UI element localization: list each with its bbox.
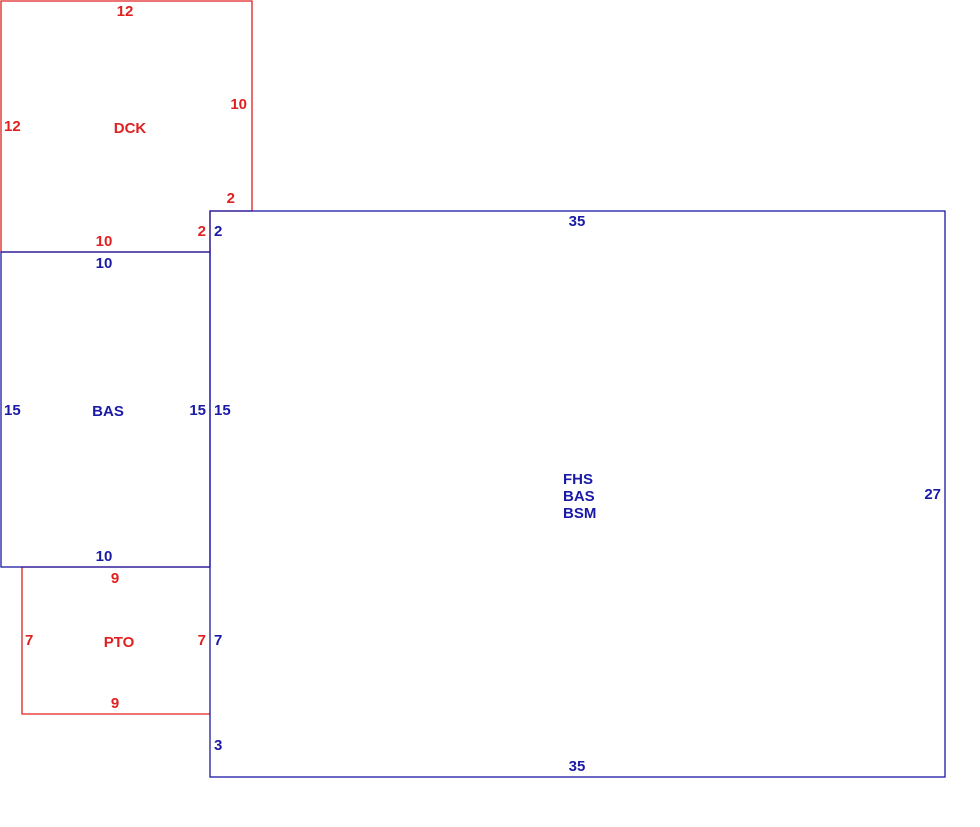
pto-dim-bottom: 9 xyxy=(111,695,119,712)
main-outline xyxy=(209,210,946,778)
main-area-label-line-1: FHS xyxy=(563,471,593,488)
pto-dim-top: 9 xyxy=(111,570,119,587)
pto-dim-right: 7 xyxy=(198,632,206,649)
bas-dim-bottom: 10 xyxy=(96,548,113,565)
dck-area-label: DCK xyxy=(114,120,147,137)
dck-dim-left: 12 xyxy=(4,118,21,135)
pto-area-label: PTO xyxy=(104,634,135,651)
dck-dim-right-lower: 2 xyxy=(227,190,235,207)
pto-dim-left: 7 xyxy=(25,632,33,649)
dck-dim-top: 12 xyxy=(117,3,134,20)
dck-dim-bottom: 10 xyxy=(96,233,113,250)
main-dim-left-mid: 15 xyxy=(214,402,231,419)
main-dim-bottom: 35 xyxy=(569,758,586,775)
main-area-label-line-2: BAS xyxy=(563,488,595,505)
main-dim-left-top: 2 xyxy=(214,223,222,240)
bas-dim-right: 15 xyxy=(189,402,206,419)
main-dim-left-bottom: 3 xyxy=(214,737,222,754)
dck-dim-right-upper: 10 xyxy=(230,96,247,113)
main-dim-right: 27 xyxy=(924,486,941,503)
dck-dim-inner-step: 2 xyxy=(198,223,206,240)
main-dim-left-low: 7 xyxy=(214,632,222,649)
bas-dim-top: 10 xyxy=(96,255,113,272)
main-area-label-line-3: BSM xyxy=(563,505,596,522)
bas-dim-left: 15 xyxy=(4,402,21,419)
bas-area-label: BAS xyxy=(92,403,124,420)
main-dim-top: 35 xyxy=(569,213,586,230)
